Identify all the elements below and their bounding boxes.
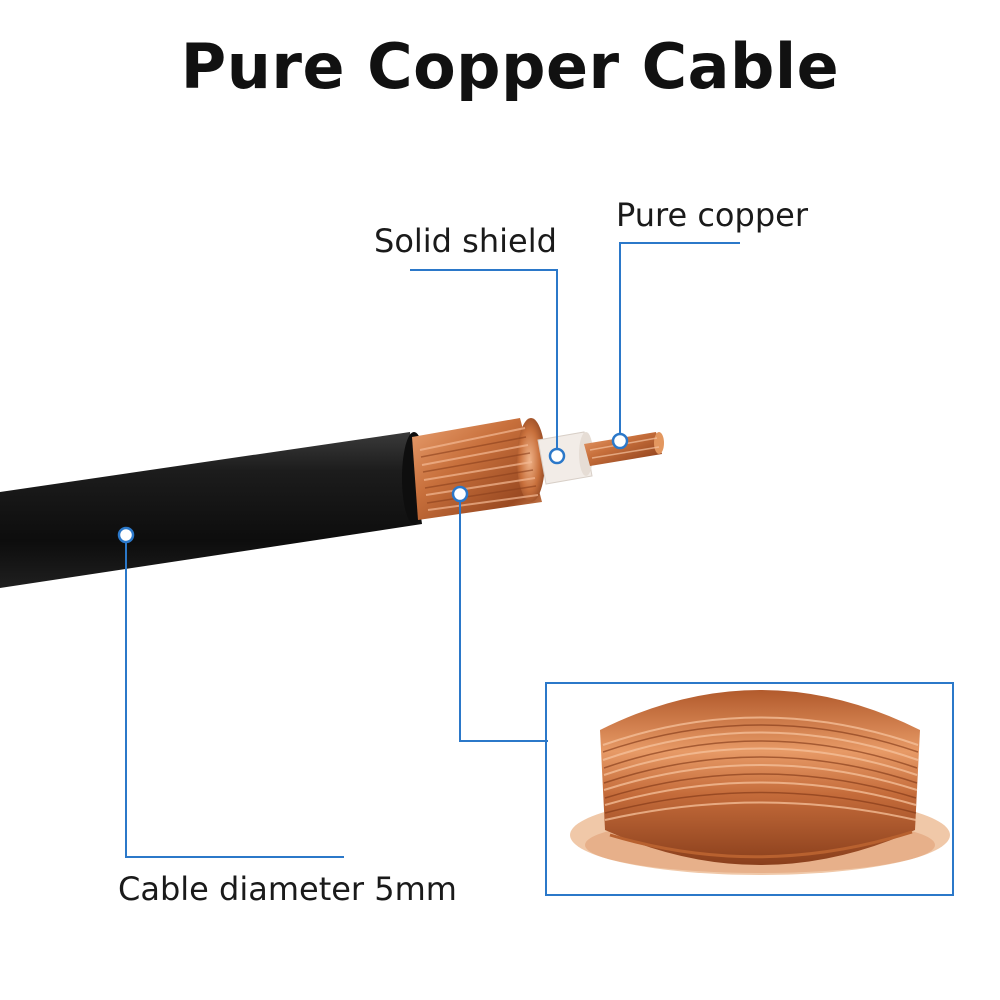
callout-line-solid-shield <box>410 269 558 454</box>
copper-wire-inset <box>545 682 954 896</box>
marker-solid-shield <box>548 447 566 465</box>
cable-diameter-label: Cable diameter 5mm <box>118 870 457 908</box>
solid-shield-label: Solid shield <box>374 222 557 260</box>
callout-line-pure-copper <box>619 242 740 438</box>
marker-pure-copper <box>611 432 629 450</box>
callout-line-diameter <box>125 533 344 858</box>
marker-jacket <box>117 526 135 544</box>
marker-braid <box>451 485 469 503</box>
pure-copper-label: Pure copper <box>616 196 808 234</box>
inner-conductor <box>584 432 664 466</box>
callout-markers <box>117 432 629 544</box>
callout-lines <box>125 242 740 858</box>
cable-jacket <box>0 432 426 588</box>
insulation-sleeve <box>537 431 593 485</box>
copper-braid <box>412 418 545 520</box>
callout-line-braid <box>459 492 548 742</box>
page-title: Pure Copper Cable <box>180 30 840 103</box>
